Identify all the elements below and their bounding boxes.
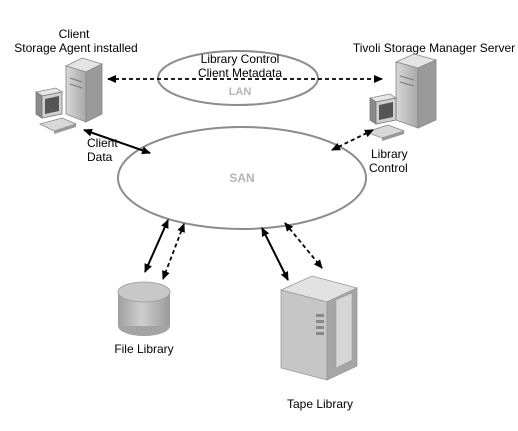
- lan-label: LAN: [229, 86, 252, 98]
- tape-library-data-arrow: [261, 227, 289, 281]
- client-data-line2: Data: [87, 150, 113, 164]
- client-computer-icon: [34, 57, 104, 134]
- file-library-label: File Library: [114, 342, 173, 356]
- lan-text-line1: Library Control: [201, 52, 280, 66]
- library-control-line1: Library: [371, 147, 408, 161]
- client-label-line2: Storage Agent installed: [14, 41, 137, 55]
- server-label: Tivoli Storage Manager Server: [353, 41, 515, 55]
- disk-cylinder-icon: [117, 281, 171, 336]
- tape-cabinet-icon: [279, 275, 359, 381]
- san-label: SAN: [229, 171, 254, 185]
- san-ellipse: [117, 126, 367, 230]
- server-computer-icon: [364, 53, 438, 141]
- lan-text-line2: Client Metadata: [198, 66, 282, 80]
- file-library-data-arrow: [144, 219, 169, 273]
- client-label-line1: Client: [59, 27, 90, 41]
- client-data-line1: Client: [87, 136, 118, 150]
- tape-library-control-arrow: [284, 222, 323, 269]
- tape-library-label: Tape Library: [287, 397, 353, 411]
- library-control-line2: Control: [369, 161, 408, 175]
- library-control-arrow: [331, 129, 374, 151]
- client-data-arrow: [83, 128, 151, 155]
- file-library-control-arrow: [162, 223, 185, 280]
